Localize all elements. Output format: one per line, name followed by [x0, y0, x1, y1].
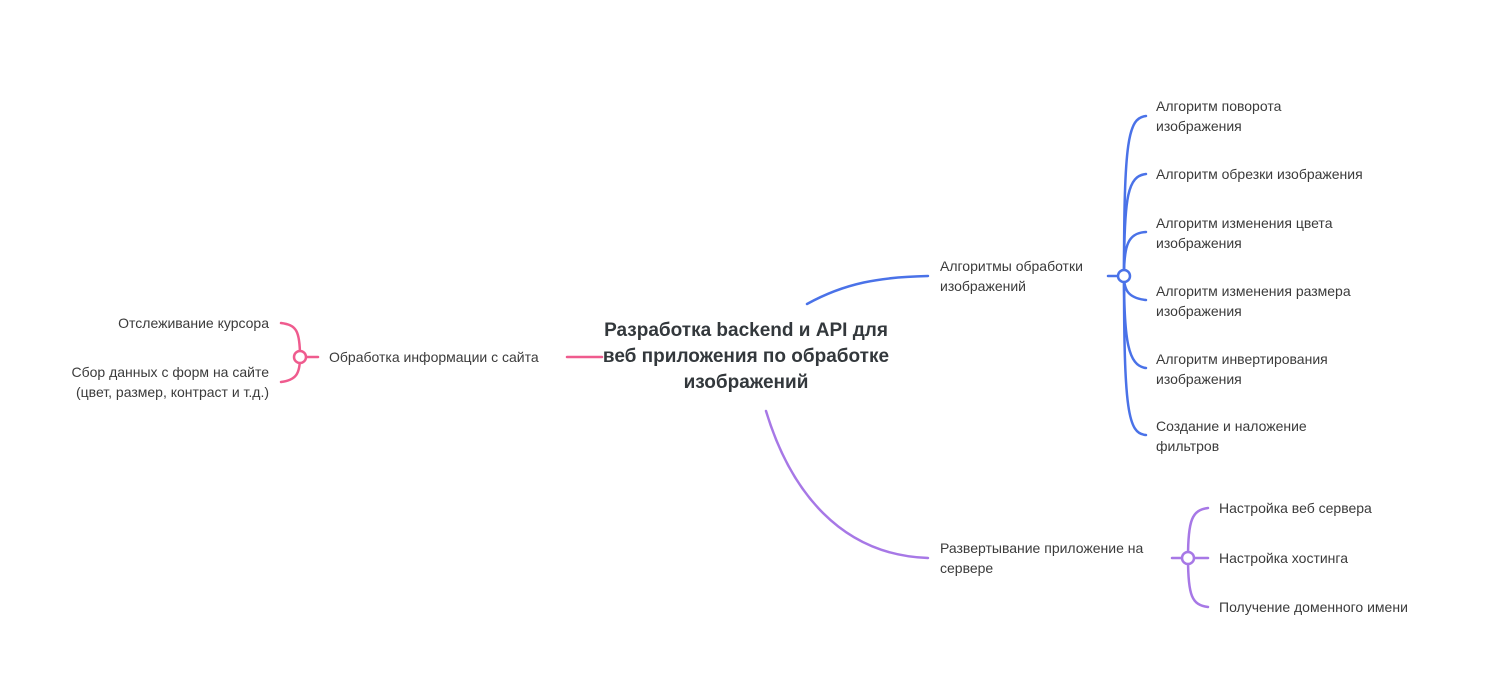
subtopic-resize-line2: изображения: [1156, 302, 1242, 319]
subtopic-domain-name[interactable]: Получение доменного имени: [1219, 599, 1408, 615]
subtopic-invert-algorithm[interactable]: Алгоритм инвертирования изображения: [1156, 350, 1328, 389]
algorithms-junction: [1116, 268, 1132, 284]
topic-deployment[interactable]: Развертывание приложение на сервере: [940, 539, 1143, 578]
topic-deployment-line2: сервере: [940, 559, 994, 576]
subtopic-filters-line1: Создание и наложение: [1156, 418, 1307, 434]
deploy-junction: [1180, 550, 1196, 566]
subtopic-color-line2: изображения: [1156, 234, 1242, 251]
subtopic-cursor-tracking[interactable]: Отслеживание курсора: [118, 315, 269, 331]
subtopic-resize-line1: Алгоритм изменения размера: [1156, 283, 1351, 299]
subtopic-resize-algorithm[interactable]: Алгоритм изменения размера изображения: [1156, 282, 1351, 321]
subtopic-filters-line2: фильтров: [1156, 437, 1220, 454]
subtopic-form-data[interactable]: Сбор данных с форм на сайте (цвет, разме…: [40, 363, 269, 402]
site-info-junction: [292, 349, 308, 365]
connector-deploy-webserver: [1186, 506, 1210, 560]
subtopic-crop-algorithm[interactable]: Алгоритм обрезки изображения: [1156, 165, 1363, 185]
subtopic-form-data-line2: (цвет, размер, контраст и т.д.): [76, 383, 269, 400]
subtopic-invert-line1: Алгоритм инвертирования: [1156, 351, 1328, 367]
connector-algo-crop: [1122, 172, 1148, 278]
subtopic-filters[interactable]: Создание и наложение фильтров: [1156, 417, 1307, 456]
subtopic-rotate-algorithm[interactable]: Алгоритм поворота изображения: [1156, 97, 1281, 136]
connector-center-to-algorithms: [805, 274, 930, 306]
subtopic-rotate-line1: Алгоритм поворота: [1156, 98, 1282, 114]
subtopic-crop-line1: Алгоритм обрезки изображения: [1156, 166, 1363, 182]
topic-image-algorithms[interactable]: Алгоритмы обработки изображений: [940, 257, 1083, 296]
subtopic-color-line1: Алгоритм изменения цвета: [1156, 215, 1333, 231]
connector-algo-color: [1122, 230, 1148, 278]
connector-center-to-deploy: [764, 409, 930, 560]
subtopic-hosting-setup[interactable]: Настройка хостинга: [1219, 550, 1348, 566]
topic-site-info[interactable]: Обработка информации с сайта: [329, 349, 539, 365]
topic-image-algorithms-line2: изображений: [940, 277, 1026, 294]
central-topic[interactable]: Разработка backend и API для веб приложе…: [602, 320, 890, 393]
topic-deployment-line1: Развертывание приложение на: [940, 540, 1144, 556]
connector-algo-filters: [1122, 274, 1148, 437]
subtopic-web-server-setup[interactable]: Настройка веб сервера: [1219, 500, 1372, 516]
subtopic-color-algorithm[interactable]: Алгоритм изменения цвета изображения: [1156, 214, 1332, 253]
subtopic-form-data-line1: Сбор данных с форм на сайте: [71, 364, 269, 380]
subtopic-invert-line2: изображения: [1156, 370, 1242, 387]
connector-deploy-domain: [1186, 556, 1210, 609]
subtopic-rotate-line2: изображения: [1156, 117, 1242, 134]
topic-image-algorithms-line1: Алгоритмы обработки: [940, 258, 1083, 274]
